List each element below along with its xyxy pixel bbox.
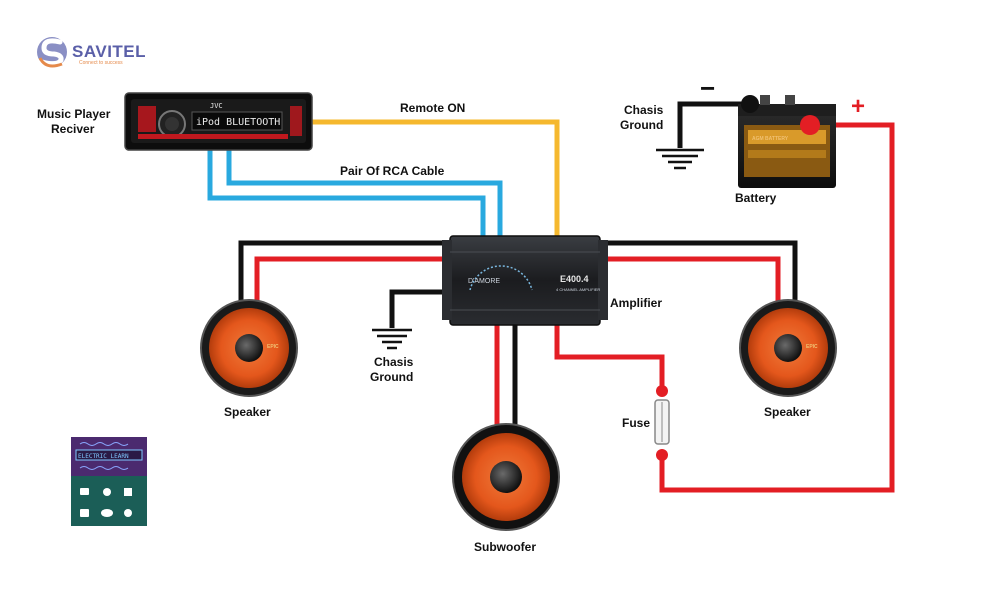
wire-left-red — [254, 256, 450, 305]
label-chasis-ground-top-1: Chasis — [624, 103, 664, 117]
wire-power-2 — [659, 122, 895, 493]
plus-sign: + — [851, 93, 865, 120]
label-music-player-1: Music Player — [37, 107, 111, 121]
wire-right-black — [600, 240, 798, 305]
battery-positive-terminal-icon — [800, 115, 820, 135]
label-chasis-ground-mid-1: Chasis — [374, 355, 414, 369]
wire-rca-2 — [226, 150, 503, 236]
amplifier-model: E400.4 — [560, 274, 589, 284]
logo-box-icons — [80, 488, 132, 517]
amplifier-subtitle: 4 CHANNEL AMPLIFIER — [556, 287, 600, 292]
brand-tagline: Connect to success — [79, 60, 123, 66]
logo-box-title: ELECTRIC LEARN — [78, 453, 129, 460]
amplifier: D'AMORE E400.4 4 CHANNEL AMPLIFIER — [442, 235, 608, 326]
savitel-logo: SAVITEL Connect to success — [37, 37, 146, 68]
wire-rca-1 — [207, 150, 486, 236]
wire-left-black — [238, 240, 450, 305]
label-battery: Battery — [735, 191, 777, 205]
label-remote-on: Remote ON — [400, 101, 465, 115]
label-music-player-2: Reciver — [51, 122, 95, 136]
savitel-s-icon — [37, 37, 67, 68]
head-unit-display: iPod BLUETOOTH — [196, 117, 280, 128]
speaker-right: EPIC — [739, 299, 837, 397]
ground-symbol-icon — [656, 148, 704, 170]
label-fuse: Fuse — [622, 416, 650, 430]
label-amplifier: Amplifier — [610, 296, 662, 310]
subwoofer — [452, 423, 560, 531]
wire-power-1 — [554, 325, 665, 390]
electric-learn-logo: ELECTRIC LEARN — [71, 437, 147, 526]
label-rca-cable: Pair Of RCA Cable — [340, 164, 445, 178]
wire-amp-ground — [389, 289, 450, 328]
minus-sign: − — [700, 73, 715, 103]
music-player-receiver: iPod BLUETOOTH JVC — [124, 92, 313, 151]
wire-right-red — [600, 256, 781, 305]
head-unit-brand: JVC — [210, 102, 223, 110]
label-chasis-ground-mid-2: Ground — [370, 370, 413, 384]
battery-negative-terminal-icon — [741, 95, 759, 113]
label-speaker-left: Speaker — [224, 405, 271, 419]
battery: AGM BATTERY — [738, 95, 836, 188]
speaker-badge: EPIC — [267, 344, 279, 350]
wires — [207, 101, 895, 493]
label-subwoofer: Subwoofer — [474, 540, 536, 554]
wire-battery-ground — [677, 101, 745, 148]
label-speaker-right: Speaker — [764, 405, 811, 419]
amplifier-brand: D'AMORE — [468, 278, 500, 285]
label-chasis-ground-top-2: Ground — [620, 118, 663, 132]
brand-name: SAVITEL — [72, 42, 146, 61]
svg-text:AGM BATTERY: AGM BATTERY — [752, 136, 789, 142]
wire-remote-on — [312, 119, 560, 236]
ground-symbol-icon — [372, 328, 412, 350]
speaker-badge: EPIC — [806, 344, 818, 350]
fuse — [654, 385, 670, 461]
speaker-left: EPIC — [200, 299, 298, 397]
